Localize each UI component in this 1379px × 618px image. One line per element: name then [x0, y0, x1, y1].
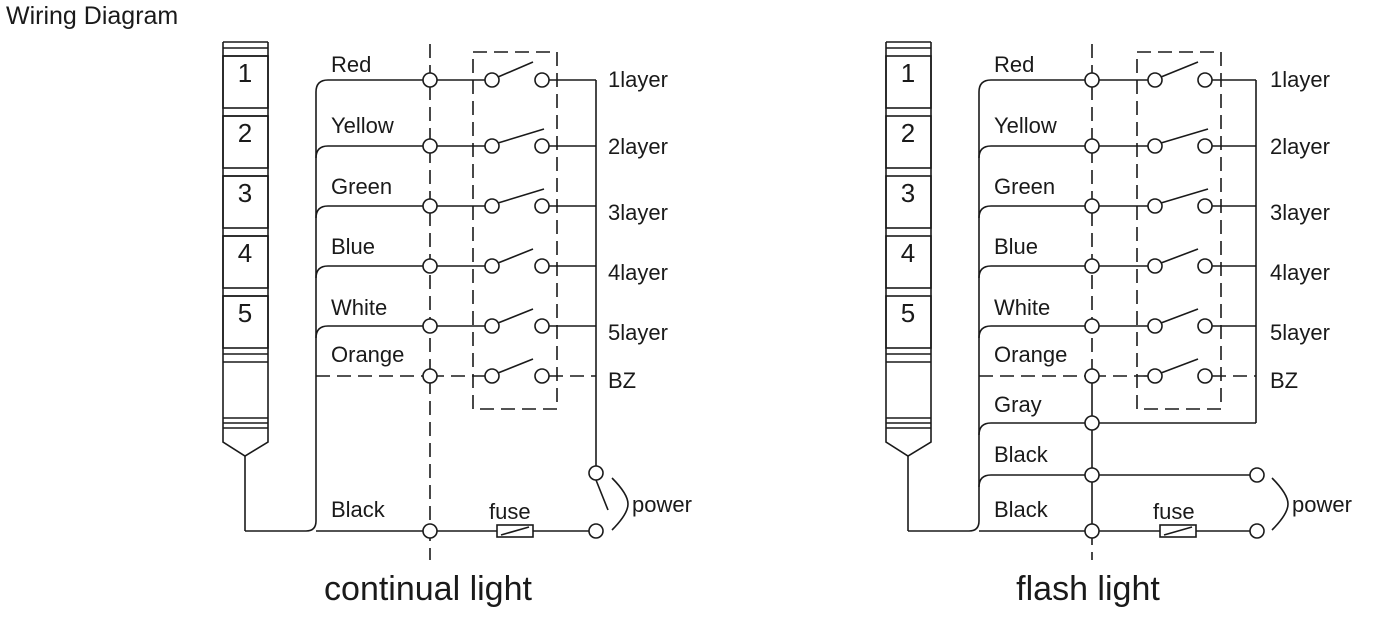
wire-label-white: White	[994, 295, 1050, 320]
output-label-3layer: 3layer	[608, 200, 668, 225]
segment-4-label: 4	[238, 238, 252, 268]
relay-row-5	[422, 308, 596, 334]
relay-row-4	[422, 248, 596, 274]
segment-2-label: 2	[901, 118, 915, 148]
output-label-4layer: 4layer	[608, 260, 668, 285]
page-title: Wiring Diagram	[6, 2, 178, 30]
relay-row-bz	[422, 358, 596, 384]
relay-row-3	[1084, 188, 1256, 214]
segment-4-label: 4	[901, 238, 915, 268]
wire-label-black: Black	[331, 497, 386, 522]
stack-light-tower	[222, 41, 306, 532]
segment-2-label: 2	[238, 118, 252, 148]
wire-label-orange: Orange	[994, 342, 1067, 367]
wire-label-yellow: Yellow	[331, 113, 394, 138]
relay-row-5	[1084, 308, 1256, 334]
segment-5-label: 5	[238, 298, 252, 328]
segment-1-label: 1	[901, 58, 915, 88]
output-label-5layer: 5layer	[1270, 320, 1330, 345]
output-label-bz: BZ	[608, 368, 636, 393]
wire-label-red: Red	[331, 52, 371, 77]
relay-row-3	[422, 188, 596, 214]
segment-3-label: 3	[238, 178, 252, 208]
relay-row-1	[1084, 61, 1256, 88]
wire-label-blue: Blue	[994, 234, 1038, 259]
segment-5-label: 5	[901, 298, 915, 328]
wire-label-orange: Orange	[331, 342, 404, 367]
wire-label-yellow: Yellow	[994, 113, 1057, 138]
output-label-4layer: 4layer	[1270, 260, 1330, 285]
stack-light-tower	[885, 41, 969, 532]
fuse-label: fuse	[1153, 499, 1195, 524]
wire-label-blue: Blue	[331, 234, 375, 259]
relay-row-4	[1084, 248, 1256, 274]
wire-label-red: Red	[994, 52, 1034, 77]
segment-1-label: 1	[238, 58, 252, 88]
output-label-bz: BZ	[1270, 368, 1298, 393]
output-label-2layer: 2layer	[608, 134, 668, 159]
segment-3-label: 3	[901, 178, 915, 208]
caption-flash-light: flash light	[1016, 570, 1160, 608]
power-label: power	[632, 492, 692, 517]
power-label: power	[1292, 492, 1352, 517]
caption-continual-light: continual light	[324, 570, 532, 608]
wire-label-black-1: Black	[994, 442, 1049, 467]
output-label-2layer: 2layer	[1270, 134, 1330, 159]
output-label-1layer: 1layer	[608, 67, 668, 92]
flash-light-diagram: 1 2 3 4 5 Red Yellow Green Blue White	[885, 41, 1352, 608]
fuse-label: fuse	[489, 499, 531, 524]
wire-label-green: Green	[331, 174, 392, 199]
wire-label-green: Green	[994, 174, 1055, 199]
wire-label-white: White	[331, 295, 387, 320]
wire-label-black-2: Black	[994, 497, 1049, 522]
wire-label-gray: Gray	[994, 392, 1042, 417]
output-label-3layer: 3layer	[1270, 200, 1330, 225]
continual-light-diagram: 1 2 3 4 5 Red Yellow Green Blue White Or…	[222, 41, 692, 608]
output-label-5layer: 5layer	[608, 320, 668, 345]
output-label-1layer: 1layer	[1270, 67, 1330, 92]
relay-row-bz	[1084, 358, 1256, 384]
relay-row-1	[422, 61, 596, 88]
relay-row-2	[422, 128, 596, 154]
relay-row-2	[1084, 128, 1256, 154]
